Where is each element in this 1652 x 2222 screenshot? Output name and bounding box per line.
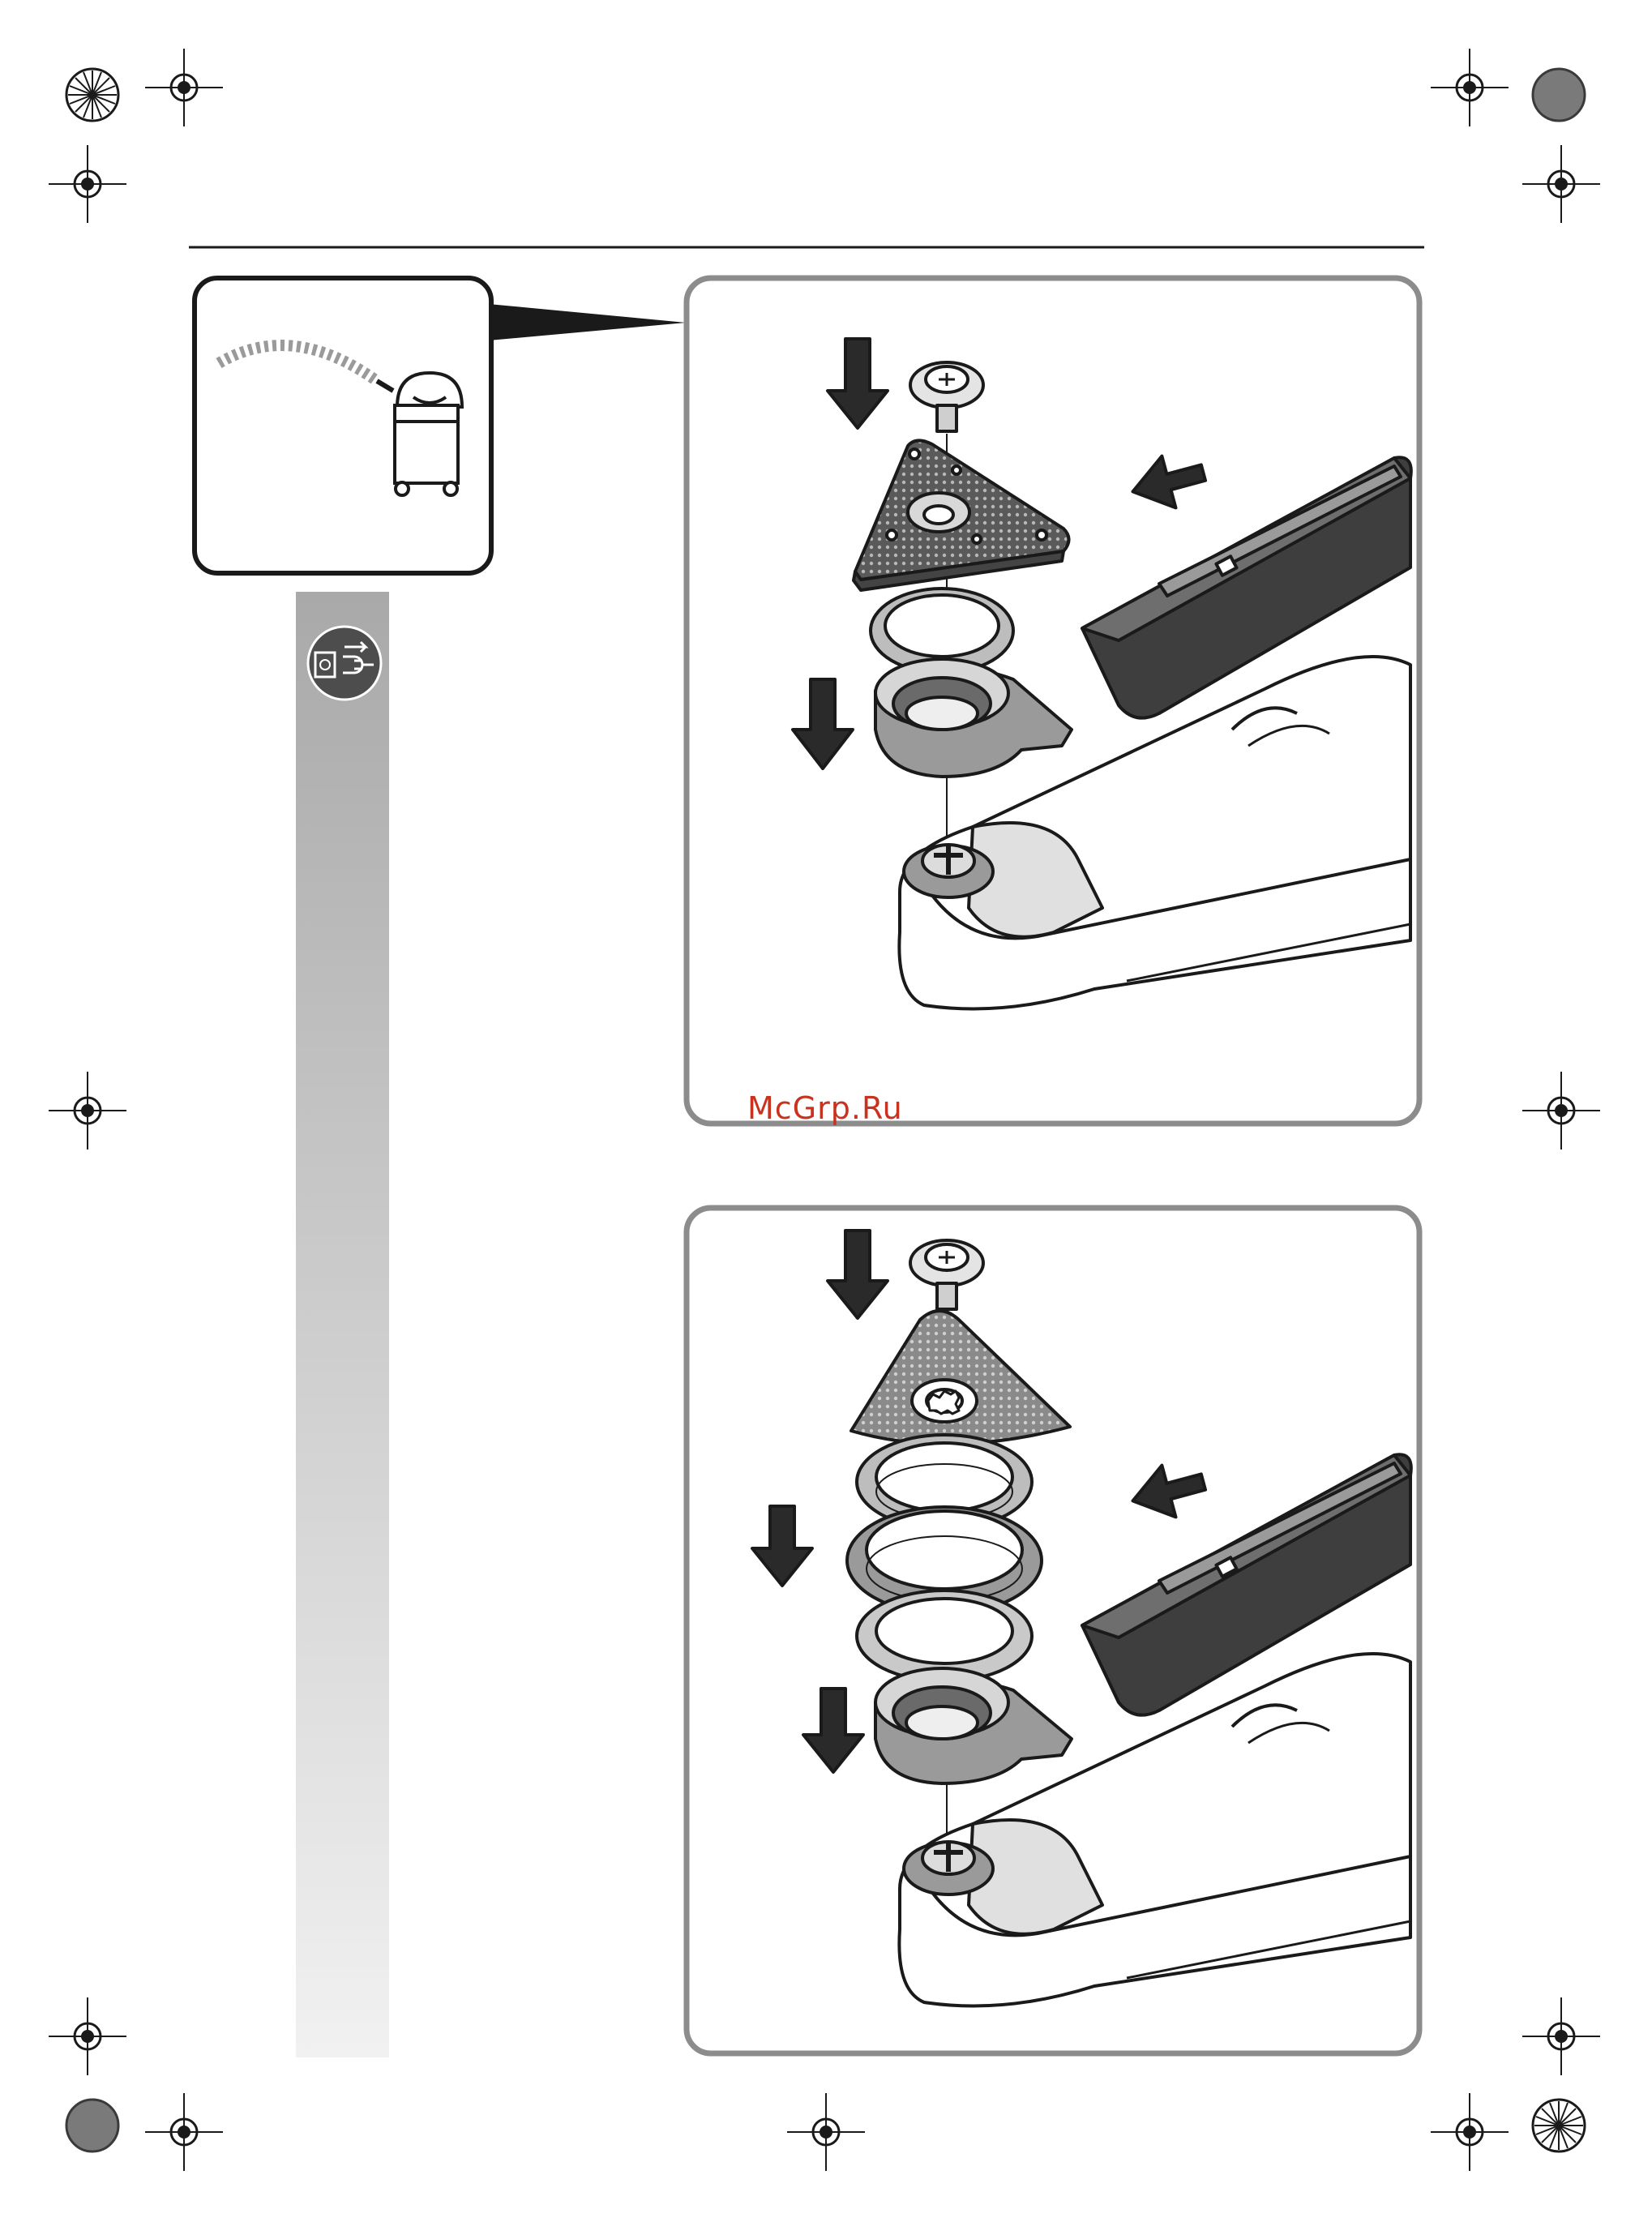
watermark-text: McGrp.Ru (747, 1090, 903, 1126)
sidebar-strip (296, 592, 389, 2057)
unplug-power-icon (308, 627, 381, 700)
vacuum-inset (195, 278, 686, 573)
